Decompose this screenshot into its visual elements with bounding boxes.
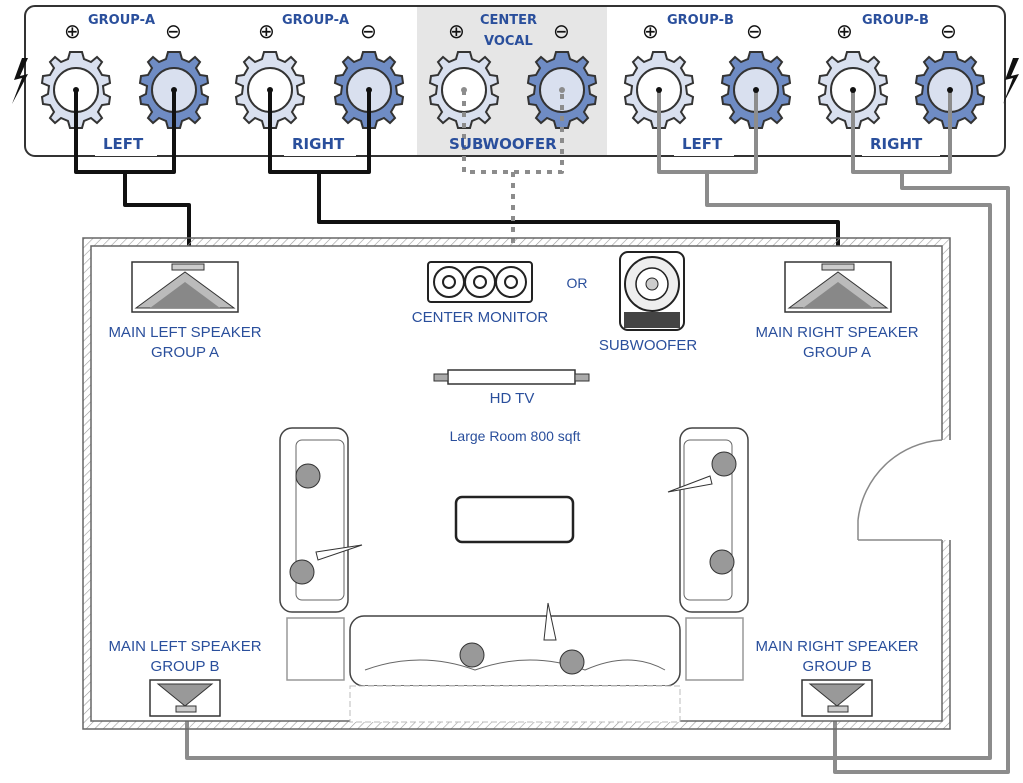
lightning-left-icon: [12, 58, 28, 104]
label-hd-tv: HD TV: [490, 390, 535, 407]
channel-label-right-a: RIGHT: [292, 135, 345, 153]
center-monitor-icon: [427, 261, 533, 303]
minus-icon: ⊖: [553, 19, 570, 43]
minus-icon: ⊖: [360, 19, 377, 43]
channel-label-group-b-left: GROUP-B: [667, 13, 734, 28]
channel-label-subwoofer: SUBWOOFER: [449, 135, 557, 153]
wire-group-b-left: [185, 90, 992, 760]
minus-icon: ⊖: [746, 19, 763, 43]
plus-icon: ⊕: [836, 19, 853, 43]
main-right-speaker-b: [801, 679, 873, 717]
minus-icon: ⊖: [165, 19, 182, 43]
channel-label-left-b: LEFT: [682, 135, 723, 153]
channel-label-group-a-right: GROUP-A: [282, 13, 349, 28]
minus-icon: ⊖: [940, 19, 957, 43]
channel-bottom-labels: LEFT RIGHT SUBWOOFER LEFT RIGHT: [95, 128, 940, 156]
main-left-speaker-a: [131, 261, 239, 313]
label-main-right-a-1: MAIN RIGHT SPEAKER: [755, 324, 918, 341]
channel-label-left-a: LEFT: [103, 135, 144, 153]
main-right-speaker-a: [784, 261, 892, 313]
plus-icon: ⊕: [448, 19, 465, 43]
channel-label-group-b-right: GROUP-B: [862, 13, 929, 28]
coffee-table: [454, 495, 575, 544]
label-room-size: Large Room 800 sqft: [450, 428, 581, 444]
tv-icon: [433, 369, 590, 385]
plus-icon: ⊕: [258, 19, 275, 43]
plus-icon: ⊕: [642, 19, 659, 43]
label-main-left-a-2: GROUP A: [151, 344, 219, 361]
subwoofer-icon: [619, 251, 685, 331]
right-sofa: [667, 427, 749, 613]
main-left-speaker-b: [149, 679, 221, 717]
plus-icon: ⊕: [64, 19, 81, 43]
channel-label-center: CENTER: [480, 13, 537, 28]
label-main-left-b-1: MAIN LEFT SPEAKER: [108, 638, 261, 655]
label-center-monitor: CENTER MONITOR: [412, 309, 549, 326]
end-table-right: [685, 617, 744, 681]
room-labels: MAIN LEFT SPEAKER GROUP A MAIN RIGHT SPE…: [108, 275, 918, 675]
label-subwoofer: SUBWOOFER: [599, 337, 698, 354]
label-main-right-a-2: GROUP A: [803, 344, 871, 361]
label-main-right-b-2: GROUP B: [803, 658, 872, 675]
channel-top-labels: GROUP-A GROUP-A CENTER VOCAL GROUP-B GRO…: [88, 13, 929, 49]
polarity-symbols: ⊕ ⊖ ⊕ ⊖ ⊕ ⊖ ⊕ ⊖ ⊕ ⊖: [64, 19, 957, 43]
label-main-left-a-1: MAIN LEFT SPEAKER: [108, 324, 261, 341]
label-main-left-b-2: GROUP B: [151, 658, 220, 675]
wire-group-a-left: [74, 90, 191, 262]
bottom-sofa: [349, 602, 681, 723]
channel-label-group-a-left: GROUP-A: [88, 13, 155, 28]
door-swing: [857, 439, 943, 521]
channel-label-right-b: RIGHT: [870, 135, 923, 153]
label-main-right-b-1: MAIN RIGHT SPEAKER: [755, 638, 918, 655]
end-table-left: [286, 617, 345, 681]
lightning-right-icon: [1003, 58, 1019, 104]
wire-group-b-right: [833, 90, 1010, 774]
label-or: OR: [567, 275, 588, 291]
terminal-posts: [73, 87, 953, 93]
left-sofa: [279, 427, 363, 613]
channel-label-vocal: VOCAL: [484, 34, 533, 49]
